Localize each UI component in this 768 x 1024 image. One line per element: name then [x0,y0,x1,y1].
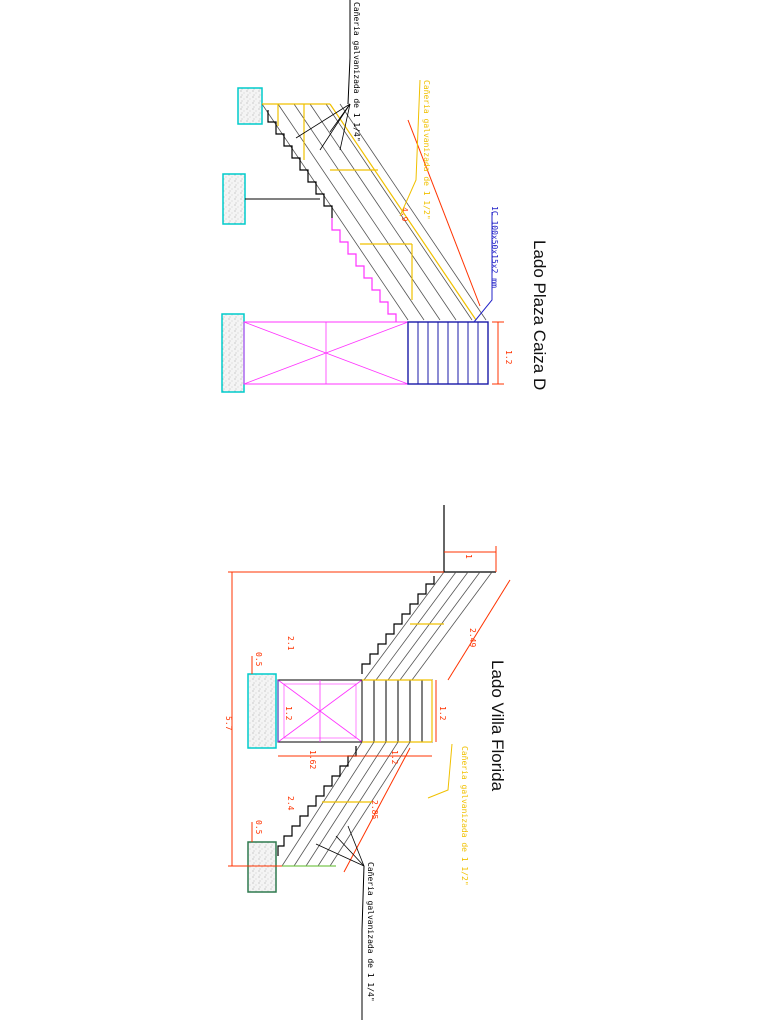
plaza-steps-black [267,110,333,218]
villa-footing-top [247,673,277,749]
villa-dim-upper-run: 2.49 [468,628,477,647]
villa-footing-bottom [247,841,277,893]
villa-dim-footing-bottom: 0.5 [254,820,263,835]
villa-dim-lower: 2.4 [286,796,295,811]
villa-dim-landing: 1.2 [438,706,447,721]
plaza-pipe-12-label: Cañeria galvanizada de 1 1/2" [422,80,431,220]
villa-lower-steps [277,746,357,856]
villa-drawing: 5.7 2.1 2.4 0.5 0.5 1 2.49 1.2 1.2 1.62 … [224,505,511,1020]
villa-dim-upper: 2.1 [286,636,295,651]
plaza-landing [243,321,489,385]
villa-pipe-12-label: Cañeria galvanizada de 1 1/2" [460,746,469,886]
plaza-leaders [295,0,493,323]
villa-dimensions [228,546,511,873]
plaza-stringers [261,103,487,321]
villa-dim-lower-run: 2.85 [370,800,379,819]
plaza-dim-width: 1.2 [504,350,513,365]
plaza-footing-bottom [221,313,245,393]
villa-dim-top: 1 [464,554,473,559]
plaza-drawing: 1.2 4.9 Cañeria galvanizada de 1 1/4" Ca… [221,0,549,393]
plaza-footing-middle [222,173,246,225]
villa-upper-stringers [363,571,493,681]
villa-dim-landing-len2: 1.2 [390,750,399,765]
plaza-railing [262,103,477,321]
villa-dim-landing-left: 1.2 [284,706,293,721]
villa-railing [322,623,444,803]
villa-title: Lado Villa Florida [488,660,507,792]
plaza-pipe-14-label: Cañeria galvanizada de 1 1/4" [352,2,361,142]
villa-leaders [315,743,453,1020]
plaza-footing-top [237,87,263,125]
villa-upper-steps [361,576,435,674]
plaza-dimensions [407,119,504,385]
plaza-title: Lado Plaza Caiza D [530,240,549,390]
villa-dim-total: 5.7 [224,716,233,731]
villa-pipe-14-label: Cañeria galvanizada de 1 1/4" [366,862,375,1002]
villa-dim-footing-top: 0.5 [254,652,263,667]
plaza-dim-run: 4.9 [400,207,409,222]
villa-dim-landing-len: 1.62 [308,750,317,769]
plaza-steps-magenta [331,218,397,322]
villa-landing [277,679,433,743]
plaza-profile-label: 1C 100x50x15x2 mm [490,206,499,288]
